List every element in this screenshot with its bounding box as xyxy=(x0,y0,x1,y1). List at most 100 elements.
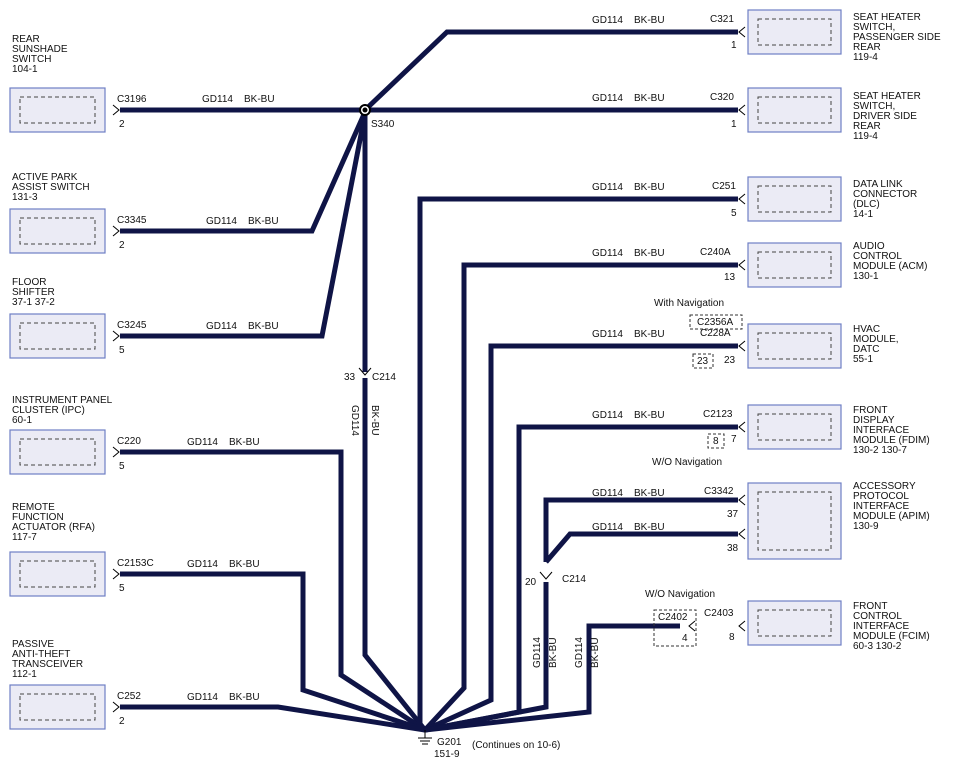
left-module-6-name-line: ANTI-THEFT xyxy=(12,649,70,660)
c214b-wire-gauge: GD114 xyxy=(532,637,543,668)
wire-c220 xyxy=(120,449,427,733)
right-module-2-connector: C320 xyxy=(710,92,734,103)
wires-layer xyxy=(120,29,738,733)
right-module-1-name-line: SWITCH, xyxy=(853,22,895,33)
right-module-4-wire-tag-color: BK-BU xyxy=(634,248,665,259)
right-module-8-name-line: CONTROL xyxy=(853,611,902,622)
wire-c214b-ground xyxy=(424,582,549,733)
right-module-8-name-line: FRONT xyxy=(853,601,887,612)
right-module-7-wire-tag-37-gauge: GD114 xyxy=(592,488,623,499)
left-module-4-inner xyxy=(19,438,96,466)
splice-s340-core xyxy=(362,107,368,113)
c2402-wire-color: BK-BU xyxy=(590,637,601,668)
right-module-5-wire-tag-color: BK-BU xyxy=(634,329,665,340)
left-module-2-name-line: 131-3 xyxy=(12,192,38,203)
left-module-1-inner xyxy=(19,96,96,124)
left-module-1-name-line: REAR xyxy=(12,34,40,45)
wire-c2153c xyxy=(120,571,426,733)
left-module-5-name-line: FUNCTION xyxy=(12,512,64,523)
left-module-5-wire-tag-gauge: GD114 xyxy=(187,559,218,570)
left-module-2-pin: 2 xyxy=(119,240,125,251)
left-module-6-inner xyxy=(19,693,96,721)
left-module-4-connector: C220 xyxy=(117,436,141,447)
right-module-3-terminal xyxy=(738,193,746,205)
wire-c3345 xyxy=(120,110,368,234)
right-module-4-inner xyxy=(757,251,832,279)
right-module-2-name-line: 119-4 xyxy=(853,131,878,142)
left-module-5-name-line: REMOTE xyxy=(12,502,55,513)
wire-c214-ground xyxy=(362,378,427,732)
right-module-3-pin: 5 xyxy=(731,208,737,219)
right-module-2-name-line: SWITCH, xyxy=(853,101,895,112)
fcim-wo-navigation: W/O Navigation xyxy=(645,589,715,600)
right-module-6-name-line: 130-2 130-7 xyxy=(853,445,907,456)
left-module-3-name-line: 37-1 37-2 xyxy=(12,297,55,308)
right-module-4-terminal xyxy=(738,259,746,271)
right-module-6-terminal xyxy=(738,421,746,433)
left-module-3-pin: 5 xyxy=(119,345,125,356)
left-module-2-terminal xyxy=(112,225,120,237)
right-module-7-connector: C3342 xyxy=(704,486,734,497)
right-module-6-name-line: MODULE (FDIM) xyxy=(853,435,930,446)
left-module-1-pin: 2 xyxy=(119,119,125,130)
left-module-1-name-line: SUNSHADE xyxy=(12,44,68,55)
wire-c252 xyxy=(120,704,426,733)
left-module-4-name-line: 60-1 xyxy=(12,415,32,426)
right-module-7-wire-tag-37-color: BK-BU xyxy=(634,488,665,499)
right-module-8-name-line: INTERFACE xyxy=(853,621,909,632)
left-module-6-name-line: TRANSCEIVER xyxy=(12,659,83,670)
right-module-4-name-line: MODULE (ACM) xyxy=(853,261,927,272)
hvac-alt-pin-box xyxy=(692,353,714,369)
right-module-2-pin: 1 xyxy=(731,119,737,130)
right-module-5-name-line: MODULE, xyxy=(853,334,899,345)
c214-right-label: C214 xyxy=(562,574,586,585)
right-module-4-pin: 13 xyxy=(724,272,736,283)
left-module-5-pin: 5 xyxy=(119,583,125,594)
left-module-5-wire-tag-color: BK-BU xyxy=(229,559,260,570)
wire-c321 xyxy=(363,29,738,112)
c2402-wire-gauge: GD114 xyxy=(574,637,585,668)
right-module-4-wire-tag-gauge: GD114 xyxy=(592,248,623,259)
ground-label: G201 xyxy=(437,737,462,748)
right-module-6-name-line: INTERFACE xyxy=(853,425,909,436)
right-module-7-pin-37: 37 xyxy=(727,509,739,520)
left-module-1-connector: C3196 xyxy=(117,94,147,105)
left-module-5-name-line: 117-7 xyxy=(12,532,37,543)
right-module-8-inner xyxy=(757,609,832,637)
left-module-2-connector: C3345 xyxy=(117,215,147,226)
right-module-4-name-line: CONTROL xyxy=(853,251,902,262)
right-module-1-name-line: PASSENGER SIDE xyxy=(853,32,941,43)
right-module-3-wire-tag-gauge: GD114 xyxy=(592,182,623,193)
c2402-pin: 4 xyxy=(682,633,688,644)
right-module-5-terminal xyxy=(738,340,746,352)
right-module-7-terminal-37 xyxy=(738,494,746,506)
right-module-1-name-line: SEAT HEATER xyxy=(853,12,921,23)
right-module-3-inner xyxy=(757,185,832,213)
right-module-5-connector: C228A xyxy=(700,328,731,339)
right-module-7-inner xyxy=(757,491,832,551)
right-module-1-name-line: REAR xyxy=(853,42,881,53)
right-module-6-inner xyxy=(757,413,832,441)
left-module-3-inner xyxy=(19,322,96,350)
left-module-1-terminal xyxy=(112,104,120,116)
left-module-5-name-line: ACTUATOR (RFA) xyxy=(12,522,95,533)
left-module-2-name-line: ASSIST SWITCH xyxy=(12,182,90,193)
left-module-3-name-line: FLOOR xyxy=(12,277,46,288)
c214-wire-gauge: GD114 xyxy=(349,405,360,436)
right-module-6-wire-tag-gauge: GD114 xyxy=(592,410,623,421)
left-module-4-wire-tag-color: BK-BU xyxy=(229,437,260,448)
left-module-2-name-line: ACTIVE PARK xyxy=(12,172,78,183)
right-module-1-pin: 1 xyxy=(731,40,737,51)
left-module-6-pin: 2 xyxy=(119,716,125,727)
c2402-connector: C2402 xyxy=(658,612,688,623)
c214-right-pin: 20 xyxy=(525,577,537,588)
right-module-6-name-line: DISPLAY xyxy=(853,415,895,426)
left-module-3-connector: C3245 xyxy=(117,320,147,331)
left-module-3-terminal xyxy=(112,330,120,342)
wire-c228a xyxy=(423,343,738,733)
c2402-terminal xyxy=(688,620,696,632)
wire-c2402 xyxy=(424,623,680,733)
right-module-1-inner xyxy=(757,18,832,46)
